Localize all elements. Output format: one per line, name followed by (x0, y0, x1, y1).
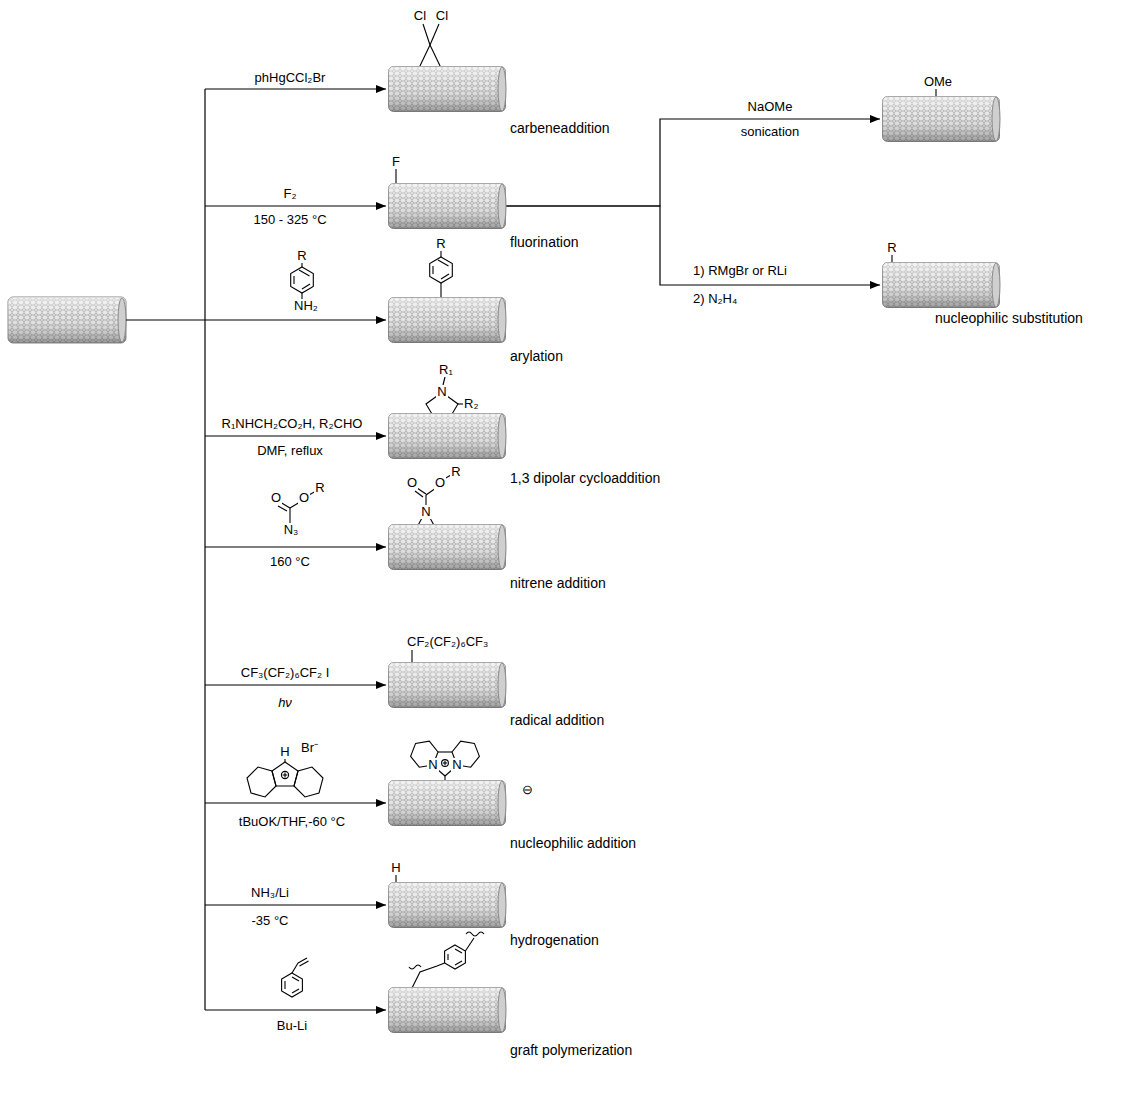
nanotube (388, 66, 506, 112)
atom-label: ⊖ (522, 783, 533, 797)
nanotube-product: OMe (882, 96, 1000, 142)
nanotube-product: ClClcarbeneaddition (388, 66, 506, 112)
nanotube (388, 183, 506, 229)
nanotube (388, 662, 506, 708)
reagent-label: tBuOK/THF,-60 °C (239, 815, 345, 829)
nanotube-product: graft polymerization (388, 987, 506, 1033)
nanotube (388, 882, 506, 928)
reagent-label: NaOMe (748, 100, 793, 114)
reaction-caption: arylation (510, 348, 563, 364)
structures (247, 24, 936, 997)
nanotube (388, 524, 506, 570)
atom-label: F (391, 155, 401, 169)
reaction-arrow (506, 206, 880, 285)
start-nanotube (8, 297, 126, 343)
atom-label: R (450, 465, 461, 479)
nanotube-product: Rnucleophilic substitution (882, 262, 1000, 308)
nanotube (882, 262, 1000, 308)
main-arrows (126, 89, 386, 1010)
reagent-label: phHgCCl₂Br (255, 71, 326, 85)
atom-label: N (451, 758, 462, 772)
reaction-caption: radical addition (510, 712, 604, 728)
reagent-label: Br⁻ (300, 741, 319, 755)
reaction-caption: fluorination (510, 234, 579, 250)
reagent-label: Bu-Li (277, 1019, 307, 1033)
reaction-caption: graft polymerization (510, 1042, 632, 1058)
atom-label: R (435, 237, 446, 251)
atom-label: Cl (435, 9, 449, 23)
reagent-label: N₃ (283, 523, 300, 537)
reagent-label: R₁NHCH₂CO₂H, R₂CHO (222, 417, 363, 431)
reagent-label: H (279, 745, 290, 759)
reagent-label: CF₃(CF₂)₆CF₂ I (241, 666, 330, 680)
nanotube (388, 413, 506, 459)
atom-label: N (436, 385, 447, 399)
reagent-label: 1) RMgBr or RLi (693, 264, 787, 278)
nanotube-product: Rarylation (388, 297, 506, 343)
reaction-caption: hydrogenation (510, 932, 599, 948)
reaction-caption: nucleophilic addition (510, 835, 636, 851)
atom-label: R₂ (463, 397, 479, 411)
nanotube (882, 96, 1000, 142)
atom-label: O (434, 476, 446, 490)
reaction-caption: nucleophilic substitution (935, 310, 1083, 326)
reagent-label: NH₂ (293, 299, 319, 313)
reaction-arrow (506, 119, 880, 206)
nanotube-product: Ffluorination (388, 183, 506, 229)
reagent-label: 160 °C (270, 555, 310, 569)
reaction-caption: nitrene addition (510, 575, 606, 591)
reagent-label: DMF, reflux (257, 444, 323, 458)
nanotube-product: CF₂(CF₂)₆CF₃radical addition (388, 662, 506, 708)
reagent-label: R (296, 249, 307, 263)
reaction-caption: carbeneaddition (510, 120, 610, 136)
atom-label: H (390, 861, 401, 875)
nanotube-product: R₁NR₂1,3 dipolar cycloaddition (388, 413, 506, 459)
reagent-label: R (314, 481, 325, 495)
reagent-label: 2) N₂H₄ (693, 292, 737, 306)
atom-label: O (406, 476, 418, 490)
reagent-label: O (270, 491, 282, 505)
reagent-label: O (298, 491, 310, 505)
atom-label: N (427, 758, 438, 772)
nanotube-product: Hhydrogenation (388, 882, 506, 928)
atom-label: CF₂(CF₂)₆CF₃ (406, 635, 489, 649)
nanotube (388, 780, 506, 826)
reagent-label: NH₃/Li (251, 886, 289, 900)
atom-label: N (420, 505, 431, 519)
reagent-label: sonication (741, 125, 800, 139)
reagent-label: -35 °C (252, 914, 289, 928)
nanotube (388, 297, 506, 343)
atom-label: OMe (923, 75, 953, 89)
atom-label: R₁ (438, 363, 454, 377)
reagent-label: hν (278, 696, 292, 710)
nanotube-product: NN⊖nucleophilic addition (388, 780, 506, 826)
nanotube-product: OORNnitrene addition (388, 524, 506, 570)
reagent-label: 150 - 325 °C (253, 213, 326, 227)
nanotube (388, 987, 506, 1033)
reaction-caption: 1,3 dipolar cycloaddition (510, 470, 660, 486)
atom-label: Cl (413, 9, 427, 23)
reagent-label: F₂ (284, 187, 297, 201)
atom-label: R (886, 241, 897, 255)
